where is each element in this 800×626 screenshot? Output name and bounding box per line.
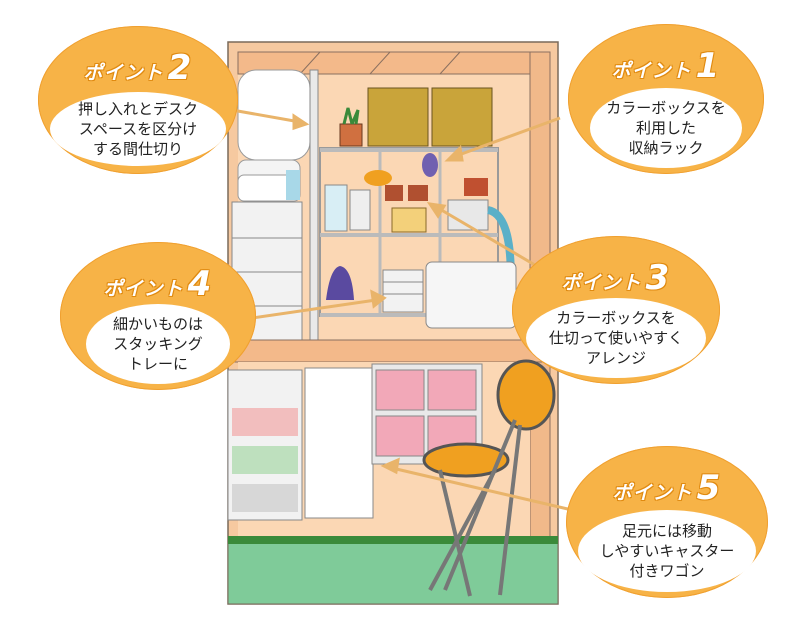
storage-box-1 xyxy=(367,87,429,147)
partition-pole xyxy=(309,69,319,341)
callout-bubble: 押し入れとデスク スペースを区分け する間仕切り xyxy=(50,92,226,166)
callout-bubble: カラーボックスを 仕切って使いやすく アレンジ xyxy=(526,298,706,378)
futon-top xyxy=(237,69,311,161)
middle-shelf xyxy=(231,339,549,363)
callout-bubble: カラーボックスを 利用した 収納ラック xyxy=(590,88,742,168)
callout-text: カラーボックスを 仕切って使いやすく アレンジ xyxy=(548,309,684,367)
callout-text: 細かいものは スタッキング トレーに xyxy=(112,315,203,373)
storage-box-2 xyxy=(431,87,493,147)
white-case xyxy=(425,261,517,329)
white-cabinet xyxy=(304,367,374,519)
callout-arrows xyxy=(231,108,573,512)
callout-text: カラーボックスを 利用した 収納ラック xyxy=(606,99,726,157)
callout-text: 押し入れとデスク スペースを区分け する間仕切り xyxy=(77,100,198,158)
folding-chair xyxy=(422,359,556,597)
callout-text: 足元には移動 しやすいキャスター 付きワゴン xyxy=(599,522,735,580)
callout-bubble: 足元には移動 しやすいキャスター 付きワゴン xyxy=(578,510,756,592)
callout-bubble: 細かいものは スタッキング トレーに xyxy=(86,304,230,384)
floor xyxy=(227,541,559,605)
